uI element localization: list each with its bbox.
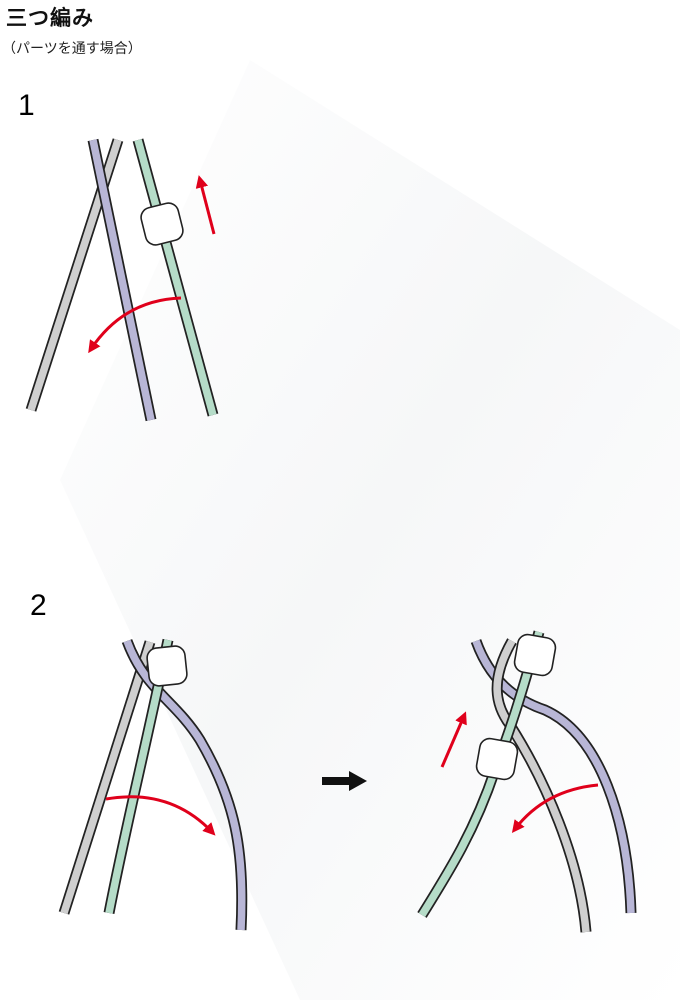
red-arrow-up (440, 711, 467, 768)
bead (140, 202, 184, 246)
bead (513, 633, 557, 677)
cord-purple (87, 138, 157, 422)
step-2-before-figure (58, 638, 248, 931)
step-1-number: 1 (18, 89, 35, 122)
cord-gray (58, 640, 156, 915)
cord-gray (491, 638, 592, 933)
page-subtitle: （パーツを通す場合） (2, 41, 142, 57)
step-2-number: 2 (30, 589, 47, 622)
step-1-figure (25, 138, 219, 422)
page-title: 三つ編み (6, 6, 94, 30)
bead (475, 737, 519, 781)
right-arrow-icon (322, 771, 367, 791)
red-arrow-up (195, 175, 216, 235)
step-2-after-figure (417, 630, 637, 933)
cord-purple (121, 639, 248, 931)
red-arrow-curve-right (105, 795, 216, 836)
red-arrow-curve-left (511, 783, 599, 833)
bead (146, 645, 188, 687)
red-arrow-curve-left (88, 296, 182, 354)
cord-green (132, 138, 219, 417)
